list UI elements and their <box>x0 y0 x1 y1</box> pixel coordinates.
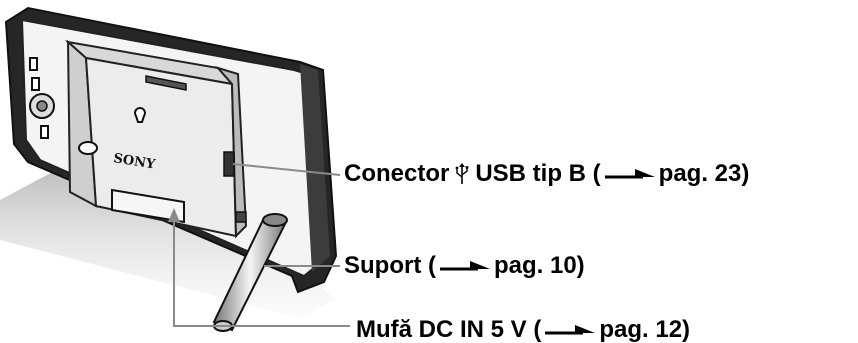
usb-port <box>223 151 235 177</box>
label-plate <box>111 188 185 224</box>
usb-icon <box>455 163 469 184</box>
brand-logo: SONY <box>112 151 156 172</box>
side-button-1 <box>29 57 38 71</box>
dc-leader <box>173 212 350 327</box>
mounting-hole <box>78 141 98 155</box>
dc-leader-arrowhead <box>168 208 180 222</box>
side-button-3 <box>40 125 49 139</box>
usb-connector-callout: Conector USB tip B ( pag. 23) <box>344 162 749 186</box>
back-panel-side <box>214 66 248 239</box>
stand-callout-page: pag. 10) <box>493 252 585 279</box>
side-dial-center <box>36 100 48 112</box>
card-slot <box>145 75 187 91</box>
stand-callout: Suport ( pag. 10) <box>344 254 585 278</box>
dc-callout-page: pag. 12) <box>599 316 691 343</box>
stand-callout-label: Suport ( <box>344 252 436 279</box>
arrow-right-icon <box>439 261 490 271</box>
usb-callout-page: pag. 23) <box>658 160 750 187</box>
dc-jack <box>235 211 247 223</box>
usb-callout-label: USB tip B ( <box>475 160 601 187</box>
stand-hinge <box>262 213 288 227</box>
dc-callout-label: Mufă DC IN 5 V ( <box>356 316 542 343</box>
side-button-2 <box>31 77 40 91</box>
dc-in-callout: Mufă DC IN 5 V ( pag. 12) <box>356 318 690 342</box>
arrow-right-icon <box>545 325 596 335</box>
hanging-hole <box>134 107 146 123</box>
frame-edge <box>300 64 330 272</box>
usb-callout-prefix: Conector <box>344 160 450 187</box>
arrow-right-icon <box>604 169 655 179</box>
usb-leader <box>232 163 341 176</box>
